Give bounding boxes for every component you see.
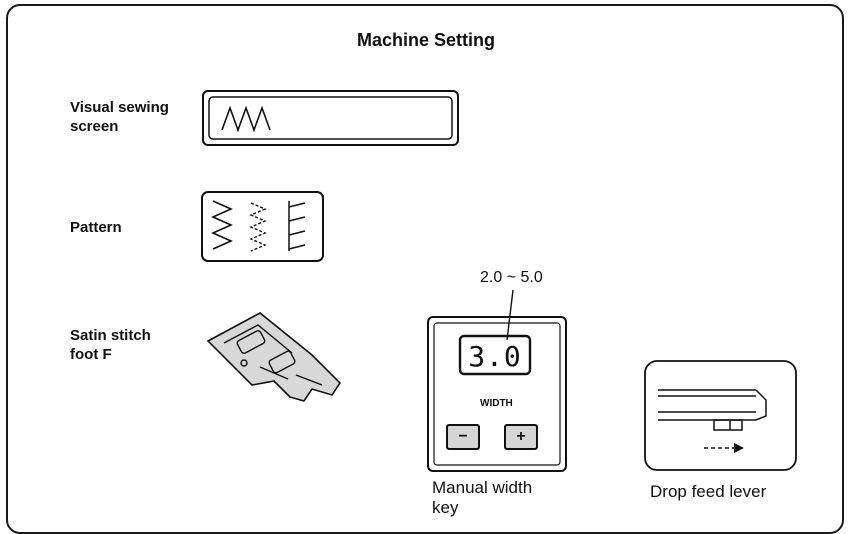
pattern-stitch-icon: [201, 191, 324, 262]
width-increase-button[interactable]: +: [504, 424, 538, 450]
width-decrease-button[interactable]: −: [446, 424, 480, 450]
drop-feed-lever-caption: Drop feed lever: [650, 482, 767, 501]
width-range-label: 2.0 ~ 5.0: [480, 269, 543, 286]
visual-sewing-screen-label: Visual sewing screen: [70, 99, 169, 135]
page-title: Machine Setting: [356, 30, 495, 50]
manual-width-key-caption: Manual width key: [432, 478, 533, 517]
arrow-right-icon: [734, 443, 744, 453]
drop-feed-lever-illustration: [644, 360, 797, 471]
width-label: WIDTH: [480, 398, 513, 409]
presser-foot-icon: [206, 312, 342, 402]
width-display-value: 3.0: [468, 340, 522, 373]
visual-sewing-screen: [202, 90, 459, 146]
zigzag-stitch-icon: [221, 105, 271, 133]
pattern-label: Pattern: [70, 219, 122, 236]
satin-stitch-foot-label: Satin stitch foot F: [70, 327, 151, 363]
width-key-panel: [427, 289, 567, 472]
